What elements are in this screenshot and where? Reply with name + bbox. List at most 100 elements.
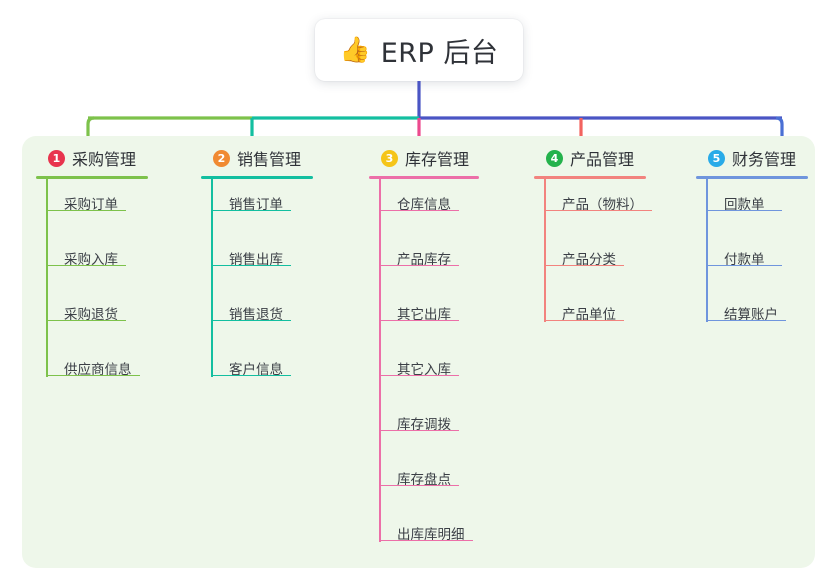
- leaf-node[interactable]: 产品库存: [369, 234, 479, 289]
- leaf-node[interactable]: 付款单: [696, 234, 808, 289]
- leaf-list-3: 仓库信息产品库存其它出库其它入库库存调拨库存盘点出库库明细: [369, 178, 479, 564]
- leaf-node[interactable]: 采购入库: [36, 234, 148, 289]
- branch-column-1: 1 采购管理采购订单采购入库采购退货供应商信息: [36, 146, 148, 399]
- branch-column-3: 3 库存管理仓库信息产品库存其它出库其它入库库存调拨库存盘点出库库明细: [369, 146, 479, 564]
- leaf-underline: [64, 374, 140, 377]
- leaf-label: 销售退货: [229, 306, 283, 323]
- leaf-label: 供应商信息: [64, 361, 132, 378]
- leaf-label: 回款单: [724, 196, 765, 213]
- leaf-connector: [46, 209, 64, 212]
- diagram-panel: [22, 136, 815, 568]
- leaf-node[interactable]: 库存盘点: [369, 454, 479, 509]
- branch-trunk-3: [379, 178, 381, 542]
- leaf-underline: [64, 319, 126, 322]
- leaf-connector: [211, 264, 229, 267]
- leaf-node[interactable]: 回款单: [696, 179, 808, 234]
- leaf-connector: [379, 539, 397, 542]
- branch-badge-3: 3: [381, 149, 398, 167]
- leaf-node[interactable]: 产品（物料）: [534, 179, 652, 234]
- leaf-connector: [46, 264, 64, 267]
- leaf-underline: [397, 374, 459, 377]
- leaf-label: 销售出库: [229, 251, 283, 268]
- branch-badge-1: 1: [48, 149, 65, 167]
- branch-header-5[interactable]: 5 财务管理: [696, 146, 808, 170]
- leaf-underline: [397, 209, 459, 212]
- branch-title-3: 库存管理: [405, 150, 470, 169]
- branch-badge-5: 5: [708, 149, 725, 167]
- leaf-underline: [562, 264, 624, 267]
- branch-header-3[interactable]: 3 库存管理: [369, 146, 479, 170]
- leaf-node[interactable]: 供应商信息: [36, 344, 148, 399]
- branch-badge-2: 2: [213, 149, 230, 167]
- leaf-list-2: 销售订单销售出库销售退货客户信息: [201, 178, 313, 399]
- leaf-connector: [544, 319, 562, 322]
- branch-trunk-4: [544, 178, 546, 322]
- leaf-connector: [544, 264, 562, 267]
- root-node-content: 👍 ERP 后台: [340, 31, 499, 70]
- leaf-node[interactable]: 产品单位: [534, 289, 646, 344]
- leaf-underline: [562, 319, 624, 322]
- branch-underline-2: [201, 176, 313, 179]
- leaf-underline: [724, 209, 782, 212]
- branch-trunk-2: [211, 178, 213, 377]
- leaf-connector: [379, 264, 397, 267]
- branch-title-1: 采购管理: [72, 150, 137, 169]
- leaf-node[interactable]: 采购退货: [36, 289, 148, 344]
- branch-badge-4: 4: [546, 149, 563, 167]
- leaf-node[interactable]: 结算账户: [696, 289, 808, 344]
- branch-header-4[interactable]: 4 产品管理: [534, 146, 646, 170]
- leaf-underline: [397, 319, 459, 322]
- branch-trunk-1: [46, 178, 48, 377]
- leaf-underline: [562, 209, 652, 212]
- leaf-connector: [706, 209, 724, 212]
- leaf-connector: [379, 209, 397, 212]
- leaf-connector: [706, 264, 724, 267]
- leaf-label: 采购退货: [64, 306, 118, 323]
- leaf-node[interactable]: 销售订单: [201, 179, 313, 234]
- branch-underline-1: [36, 176, 148, 179]
- leaf-label: 库存盘点: [397, 471, 451, 488]
- leaf-underline: [397, 429, 459, 432]
- leaf-underline: [64, 264, 126, 267]
- leaf-underline: [229, 264, 291, 267]
- leaf-node[interactable]: 产品分类: [534, 234, 646, 289]
- root-title: ERP 后台: [380, 37, 499, 69]
- leaf-connector: [379, 484, 397, 487]
- leaf-connector: [46, 374, 64, 377]
- leaf-label: 采购入库: [64, 251, 118, 268]
- branch-column-5: 5 财务管理回款单付款单结算账户: [696, 146, 808, 344]
- leaf-connector: [379, 374, 397, 377]
- leaf-underline: [229, 374, 291, 377]
- leaf-label: 客户信息: [229, 361, 283, 378]
- leaf-label: 产品（物料）: [562, 196, 643, 213]
- branch-header-1[interactable]: 1 采购管理: [36, 146, 148, 170]
- leaf-connector: [211, 209, 229, 212]
- branch-underline-5: [696, 176, 808, 179]
- leaf-underline: [397, 484, 459, 487]
- leaf-label: 其它出库: [397, 306, 451, 323]
- leaf-node[interactable]: 采购订单: [36, 179, 148, 234]
- leaf-node[interactable]: 客户信息: [201, 344, 313, 399]
- branch-underline-3: [369, 176, 479, 179]
- leaf-underline: [397, 539, 473, 542]
- leaf-node[interactable]: 出库库明细: [369, 509, 479, 564]
- branch-column-4: 4 产品管理产品（物料） 产品分类产品单位: [534, 146, 652, 344]
- leaf-connector: [379, 319, 397, 322]
- leaf-node[interactable]: 其它出库: [369, 289, 479, 344]
- leaf-node[interactable]: 销售退货: [201, 289, 313, 344]
- leaf-list-5: 回款单付款单结算账户: [696, 178, 808, 344]
- root-node[interactable]: 👍 ERP 后台: [315, 19, 523, 81]
- leaf-node[interactable]: 库存调拨: [369, 399, 479, 454]
- leaf-node[interactable]: 其它入库: [369, 344, 479, 399]
- leaf-label: 销售订单: [229, 196, 283, 213]
- leaf-node[interactable]: 销售出库: [201, 234, 313, 289]
- leaf-node[interactable]: 仓库信息: [369, 179, 479, 234]
- leaf-label: 付款单: [724, 251, 765, 268]
- leaf-list-4: 产品（物料） 产品分类产品单位: [534, 178, 652, 344]
- branch-underline-4: [534, 176, 646, 179]
- branch-title-4: 产品管理: [570, 150, 635, 169]
- leaf-underline: [724, 319, 786, 322]
- branch-title-5: 财务管理: [732, 150, 797, 169]
